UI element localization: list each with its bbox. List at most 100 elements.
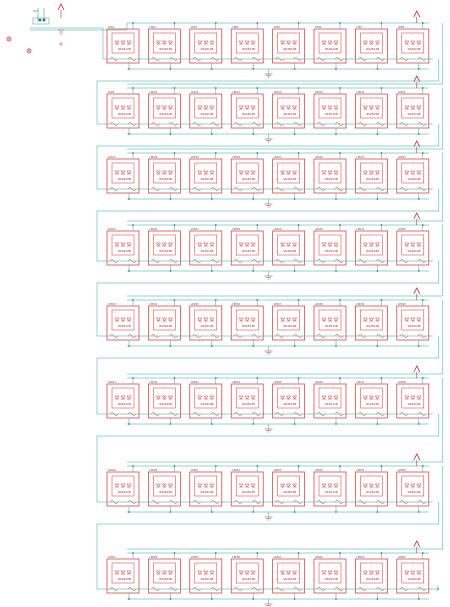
led-symbol-box	[148, 28, 181, 64]
diode-icon	[333, 105, 339, 110]
led-ref: LED44	[232, 380, 240, 384]
diode-icon	[244, 317, 250, 322]
led-value: WS2812B	[201, 112, 214, 116]
led-ref: LED51	[191, 468, 199, 472]
led-value: WS2812B	[325, 177, 338, 181]
ground-symbol-icon	[264, 516, 273, 521]
led-ref: LED1	[108, 25, 115, 29]
led-inner-box	[194, 32, 218, 54]
diode-icon	[209, 483, 215, 488]
diode-icon	[416, 40, 422, 45]
led-value: WS2812B	[242, 402, 255, 406]
led-value: WS2812B	[284, 490, 297, 494]
led-inner-box	[318, 97, 342, 119]
led-inner-box	[401, 234, 425, 256]
led-ref: LED19	[191, 155, 199, 159]
row-link	[96, 261, 440, 337]
led-inner-box	[277, 309, 300, 331]
led-ref: LED13	[274, 90, 282, 94]
led-ref: LED52	[232, 468, 240, 472]
diode-icon	[197, 242, 203, 247]
diode-icon	[114, 170, 120, 175]
led-value: WS2812B	[159, 490, 172, 494]
led-symbol-box	[189, 28, 223, 64]
led-symbol-box	[189, 471, 223, 507]
diode-icon	[410, 570, 416, 575]
diode-icon	[120, 170, 126, 175]
diode-icon	[404, 570, 410, 575]
ground-symbol-icon	[264, 603, 273, 607]
diode-icon	[161, 395, 167, 400]
led-inner-box	[360, 562, 383, 584]
diode-icon	[404, 317, 410, 322]
diode-icon	[238, 242, 244, 247]
led-ref: LED40	[398, 302, 406, 306]
diode-icon	[126, 170, 132, 175]
power-symbol-icon	[413, 75, 421, 83]
led-inner-box	[153, 562, 176, 584]
led-symbol-box	[313, 558, 347, 594]
diode-icon	[203, 105, 209, 110]
led-ref: LED18	[149, 155, 157, 159]
led-symbol-box	[148, 471, 181, 507]
led-value: WS2812B	[242, 47, 255, 51]
diode-icon	[209, 170, 215, 175]
led-value: WS2812B	[408, 577, 421, 581]
diode-icon	[368, 395, 374, 400]
led-symbol-box	[106, 158, 140, 194]
led-symbol-box	[313, 93, 347, 129]
led-inner-box	[111, 562, 135, 584]
diode-icon	[197, 40, 203, 45]
led-inner-box	[360, 97, 383, 119]
led-value: WS2812B	[201, 402, 214, 406]
diode-icon	[203, 483, 209, 488]
diode-icon	[286, 170, 292, 175]
led-symbol-box	[396, 471, 430, 507]
led-inner-box	[194, 387, 218, 409]
led-inner-box	[318, 32, 342, 54]
diode-icon	[155, 170, 161, 175]
diode-icon	[126, 483, 132, 488]
led-inner-box	[194, 97, 218, 119]
led-value: WS2812B	[118, 177, 131, 181]
diode-icon	[404, 40, 410, 45]
led-ref: LED26	[149, 227, 157, 231]
diode-icon	[167, 395, 173, 400]
diode-icon	[155, 40, 161, 45]
led-value: WS2812B	[118, 577, 131, 581]
led-value: WS2812B	[118, 249, 131, 253]
diode-icon	[333, 395, 339, 400]
diode-icon	[161, 40, 167, 45]
diode-icon	[292, 317, 298, 322]
led-ref: LED5	[274, 25, 281, 29]
diode-icon	[167, 483, 173, 488]
led-inner-box	[111, 32, 135, 54]
diode-icon	[292, 170, 298, 175]
led-ref: LED63	[356, 555, 364, 559]
led-value: WS2812B	[366, 402, 379, 406]
led-inner-box	[277, 562, 300, 584]
diode-icon	[203, 317, 209, 322]
led-symbol-box	[106, 383, 140, 419]
diode-icon	[410, 242, 416, 247]
led-inner-box	[235, 387, 259, 409]
led-ref: LED28	[232, 227, 240, 231]
led-value: WS2812B	[408, 177, 421, 181]
led-symbol-box	[396, 158, 430, 194]
diode-icon	[362, 483, 368, 488]
led-ref: LED17	[108, 155, 116, 159]
row-link	[96, 336, 440, 415]
diode-icon	[321, 483, 327, 488]
led-inner-box	[277, 97, 300, 119]
diode-icon	[161, 242, 167, 247]
